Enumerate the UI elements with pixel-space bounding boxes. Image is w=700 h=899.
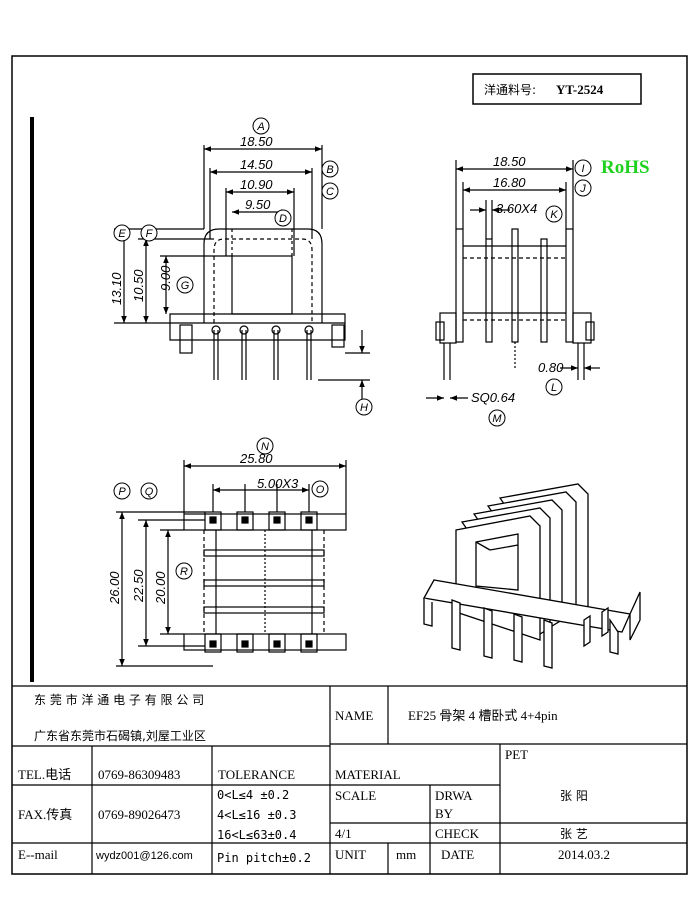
front-pins [211, 325, 314, 380]
tolerance-label: TOLERANCE [218, 767, 295, 782]
dim-22-50: 22.50 [131, 569, 146, 603]
tel-value: 0769-86309483 [98, 767, 180, 782]
unit-value: mm [396, 847, 416, 862]
part-number-box: 洋通料号: YT-2524 [472, 73, 642, 105]
callout-letters: A B C D E F G H I J K L M N O P Q R [118, 121, 586, 578]
label-n: N [261, 441, 269, 453]
check-value: 张 艺 [560, 827, 588, 841]
label-r: R [180, 566, 188, 578]
label-l: L [551, 382, 557, 394]
dim-13-10: 13.10 [109, 272, 124, 305]
side-view [426, 160, 600, 401]
label-g: G [181, 280, 190, 292]
name-value: EF25 骨架 4 槽卧式 4+4pin [408, 708, 558, 723]
label-b: B [326, 164, 333, 176]
fax-label: FAX.传真 [18, 807, 72, 822]
front-view-dims: 18.50 14.50 10.90 9.50 13.10 10.50 9.00 [109, 134, 273, 305]
title-block-grid [12, 685, 687, 874]
drawn-label-2: BY [435, 806, 454, 821]
drawn-value: 张 阳 [560, 789, 588, 803]
dim-20-00: 20.00 [153, 571, 168, 605]
name-label: NAME [335, 708, 373, 723]
label-c: C [326, 186, 334, 198]
company-address: 广东省东莞市石碣镇,刘屋工业区 [34, 728, 206, 743]
label-f: F [146, 228, 154, 240]
dim-16-80: 16.80 [493, 175, 526, 190]
dim-5-00x3: 5.00X3 [257, 476, 299, 491]
label-d: D [279, 213, 287, 225]
unit-label: UNIT [335, 847, 366, 862]
company-name: 东 莞 市 洋 通 电 子 有 限 公 司 [34, 692, 204, 707]
tolerance-row-4: Pin pitch±0.2 [217, 851, 311, 865]
drawn-label-1: DRWA [435, 788, 473, 803]
label-a: A [256, 121, 264, 133]
bottom-pins-top [204, 511, 318, 531]
label-j: J [579, 183, 586, 195]
dim-3-60x4: 3.60X4 [496, 201, 537, 216]
bottom-view-dims: 25.80 5.00X3 26.00 22.50 20.00 [107, 451, 299, 605]
dim-26-00: 26.00 [107, 571, 122, 605]
fax-value: 0769-89026473 [98, 807, 180, 822]
dim-9-00: 9.00 [158, 265, 173, 291]
dim-10-50: 10.50 [131, 269, 146, 302]
dim-18-50-front: 18.50 [240, 134, 273, 149]
label-q: Q [145, 486, 154, 498]
material-label: MATERIAL [335, 767, 401, 782]
email-value: wydz001@126.com [95, 850, 193, 862]
date-label: DATE [441, 847, 474, 862]
scale-label: SCALE [335, 788, 376, 803]
tolerance-row-1: 0<L≤4 ±0.2 [217, 788, 289, 802]
label-o: O [316, 484, 325, 496]
part-number-value: YT-2524 [556, 82, 604, 97]
dim-10-90: 10.90 [240, 177, 273, 192]
date-value: 2014.03.2 [558, 847, 610, 862]
iso-pins [451, 599, 609, 669]
material-value: PET [505, 747, 528, 762]
dim-25-80: 25.80 [239, 451, 273, 466]
tel-label: TEL.电话 [18, 767, 71, 782]
tolerance-row-2: 4<L≤16 ±0.3 [217, 808, 296, 822]
label-m: M [492, 413, 502, 425]
bottom-pins-bottom [204, 633, 318, 653]
label-p: P [118, 486, 126, 498]
tolerance-row-3: 16<L≤63±0.4 [217, 828, 296, 842]
scale-value: 4/1 [335, 826, 352, 841]
dim-sq0-64: SQ0.64 [471, 390, 515, 405]
dim-9-50: 9.50 [245, 197, 271, 212]
front-view [114, 145, 370, 403]
label-i: I [581, 163, 584, 175]
sheet-border [11, 55, 688, 875]
part-number-label: 洋通料号: [484, 82, 536, 97]
dim-14-50: 14.50 [240, 157, 273, 172]
dim-18-50-side: 18.50 [493, 154, 526, 169]
email-label: E--mail [18, 847, 58, 862]
check-label: CHECK [435, 826, 480, 841]
isometric-view [422, 483, 641, 669]
bottom-view [116, 460, 347, 667]
label-h: H [360, 402, 368, 414]
side-view-dims: 18.50 16.80 3.60X4 0.80 SQ0.64 [471, 154, 564, 405]
callout-labels [113, 117, 592, 580]
rohs-mark: RoHS [601, 157, 650, 178]
label-k: K [550, 209, 558, 221]
title-block: 东 莞 市 洋 通 电 子 有 限 公 司 广东省东莞市石碣镇,刘屋工业区 NA… [18, 692, 610, 865]
dim-0-80: 0.80 [538, 360, 564, 375]
left-margin-bar [30, 117, 34, 682]
label-e: E [118, 228, 126, 240]
